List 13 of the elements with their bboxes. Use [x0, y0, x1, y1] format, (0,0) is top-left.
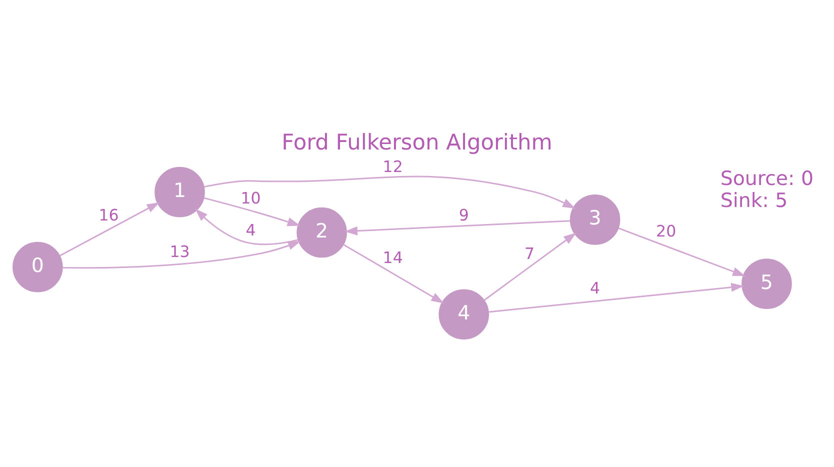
- edge-label: 4: [590, 278, 600, 298]
- edge-label: 4: [246, 220, 256, 240]
- edge-label: 13: [170, 242, 190, 261]
- label: Sink: 5: [720, 188, 788, 212]
- edge-label: 10: [240, 188, 261, 208]
- edge-label: 7: [524, 244, 534, 263]
- edge-label: 20: [656, 221, 676, 240]
- edge-label: 14: [382, 248, 403, 267]
- edge-label: 12: [382, 157, 403, 176]
- edge-label: 16: [98, 205, 119, 224]
- label: Source: 0: [720, 167, 814, 190]
- edge-label: 9: [458, 205, 469, 224]
- diagram-title: Ford Fulkerson Algorithm: [282, 130, 552, 156]
